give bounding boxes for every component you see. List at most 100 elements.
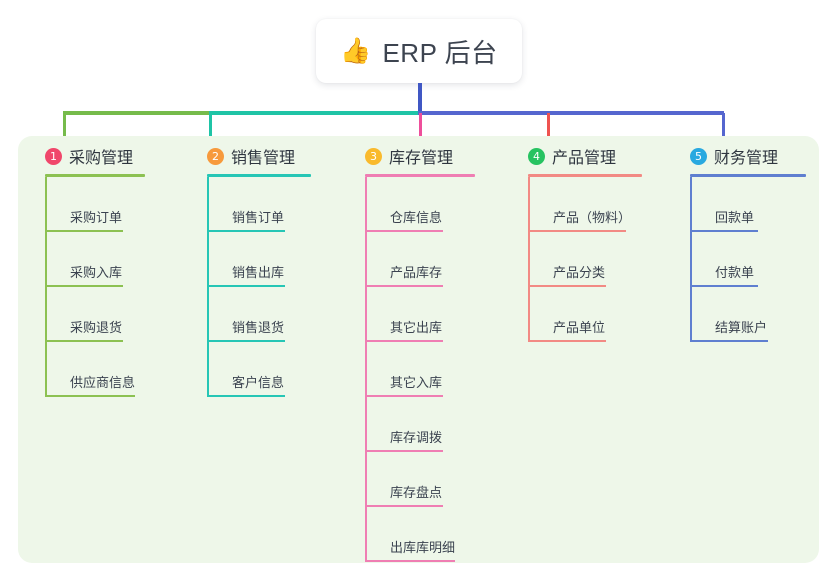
leaf-item[interactable]: 产品分类 bbox=[528, 232, 642, 287]
leaf-item-label: 结算账户 bbox=[715, 320, 768, 335]
branch-items-product: 产品（物料） 产品分类产品单位 bbox=[528, 177, 642, 342]
leaf-item-rule bbox=[528, 340, 606, 342]
leaf-item[interactable]: 销售退货 bbox=[207, 287, 311, 342]
leaf-item-label: 客户信息 bbox=[232, 375, 285, 390]
branch-spine bbox=[365, 177, 367, 562]
branch-header-sales[interactable]: 2 销售管理 bbox=[207, 143, 311, 169]
branch-items-finance: 回款单付款单结算账户 bbox=[690, 177, 806, 342]
leaf-item[interactable]: 库存盘点 bbox=[365, 452, 475, 507]
leaf-item-label: 采购订单 bbox=[70, 210, 123, 225]
branch-header-rule bbox=[365, 174, 475, 177]
leaf-item-label: 采购入库 bbox=[70, 265, 123, 280]
root-stem-connector bbox=[418, 83, 422, 115]
branch-header-inventory[interactable]: 3 库存管理 bbox=[365, 143, 475, 169]
root-node-title: ERP 后台 bbox=[382, 37, 498, 68]
leaf-item[interactable]: 供应商信息 bbox=[45, 342, 145, 397]
leaf-item[interactable]: 结算账户 bbox=[690, 287, 806, 342]
leaf-item[interactable]: 付款单 bbox=[690, 232, 806, 287]
branch-spine bbox=[207, 177, 209, 397]
leaf-item-rule bbox=[45, 285, 123, 287]
leaf-item-label: 其它出库 bbox=[390, 320, 443, 335]
leaf-item-label: 采购退货 bbox=[70, 320, 123, 335]
branch-number-badge: 2 bbox=[207, 147, 224, 165]
leaf-item-rule bbox=[207, 340, 285, 342]
leaf-item-label: 销售订单 bbox=[232, 210, 285, 225]
branch-column-inventory: 3 库存管理仓库信息产品库存其它出库其它入库库存调拨库存盘点出库库明细 bbox=[365, 143, 475, 562]
leaf-item[interactable]: 其它入库 bbox=[365, 342, 475, 397]
leaf-item-label: 销售退货 bbox=[232, 320, 285, 335]
leaf-item-rule bbox=[365, 395, 443, 397]
leaf-item[interactable]: 客户信息 bbox=[207, 342, 311, 397]
leaf-item-label: 销售出库 bbox=[232, 265, 285, 280]
leaf-item-label: 产品（物料） bbox=[553, 210, 632, 225]
branch-spine bbox=[45, 177, 47, 397]
leaf-item[interactable]: 库存调拨 bbox=[365, 397, 475, 452]
branch-number-badge: 3 bbox=[365, 147, 382, 165]
leaf-item[interactable]: 产品单位 bbox=[528, 287, 642, 342]
branch-header-rule bbox=[690, 174, 806, 177]
leaf-item-rule bbox=[365, 560, 455, 562]
leaf-item-label: 库存调拨 bbox=[390, 430, 443, 445]
leaf-item-rule bbox=[207, 395, 285, 397]
leaf-item-label: 出库库明细 bbox=[390, 540, 456, 555]
branch-number-badge: 4 bbox=[528, 147, 545, 165]
bar-green bbox=[63, 111, 209, 115]
leaf-item-rule bbox=[207, 285, 285, 287]
branch-spine bbox=[528, 177, 530, 342]
leaf-item-rule bbox=[365, 450, 443, 452]
branch-title: 库存管理 bbox=[389, 150, 454, 167]
leaf-item-rule bbox=[365, 285, 443, 287]
branch-spine bbox=[690, 177, 692, 342]
branch-header-finance[interactable]: 5 财务管理 bbox=[690, 143, 806, 169]
leaf-item[interactable]: 产品库存 bbox=[365, 232, 475, 287]
leaf-item-label: 回款单 bbox=[715, 210, 755, 225]
leaf-item[interactable]: 产品（物料） bbox=[528, 177, 642, 232]
branch-column-finance: 5 财务管理回款单付款单结算账户 bbox=[690, 143, 806, 342]
leaf-item[interactable]: 采购订单 bbox=[45, 177, 145, 232]
branch-column-sales: 2 销售管理销售订单销售出库销售退货客户信息 bbox=[207, 143, 311, 397]
branches-panel bbox=[18, 136, 819, 563]
bar-blue bbox=[418, 111, 724, 115]
leaf-item-rule bbox=[690, 230, 758, 232]
bar-teal bbox=[209, 111, 418, 115]
branch-number-badge: 5 bbox=[690, 147, 707, 165]
leaf-item-label: 仓库信息 bbox=[390, 210, 443, 225]
thumbs-up-icon: 👍 bbox=[340, 36, 372, 65]
leaf-item[interactable]: 采购入库 bbox=[45, 232, 145, 287]
leaf-item[interactable]: 其它出库 bbox=[365, 287, 475, 342]
leaf-item[interactable]: 回款单 bbox=[690, 177, 806, 232]
branch-column-purchase: 1 采购管理采购订单采购入库采购退货供应商信息 bbox=[45, 143, 145, 397]
leaf-item[interactable]: 出库库明细 bbox=[365, 507, 475, 562]
drop-purchase bbox=[63, 113, 66, 152]
branch-items-sales: 销售订单销售出库销售退货客户信息 bbox=[207, 177, 311, 397]
branch-number-badge: 1 bbox=[45, 147, 62, 165]
leaf-item[interactable]: 销售订单 bbox=[207, 177, 311, 232]
leaf-item-label: 产品单位 bbox=[553, 320, 606, 335]
leaf-item-rule bbox=[365, 340, 443, 342]
leaf-item-label: 产品分类 bbox=[553, 265, 606, 280]
leaf-item-rule bbox=[690, 340, 768, 342]
branch-title: 财务管理 bbox=[714, 150, 779, 167]
leaf-item[interactable]: 销售出库 bbox=[207, 232, 311, 287]
branch-header-rule bbox=[207, 174, 311, 177]
leaf-item-rule bbox=[690, 285, 758, 287]
leaf-item-rule bbox=[45, 230, 123, 232]
leaf-item[interactable]: 仓库信息 bbox=[365, 177, 475, 232]
drop-product bbox=[547, 113, 550, 152]
leaf-item-rule bbox=[528, 230, 626, 232]
leaf-item-rule bbox=[45, 340, 123, 342]
branch-header-rule bbox=[528, 174, 642, 177]
branch-title: 采购管理 bbox=[69, 150, 134, 167]
branch-title: 销售管理 bbox=[231, 150, 296, 167]
root-node[interactable]: 👍 ERP 后台 bbox=[316, 19, 522, 83]
leaf-item-label: 供应商信息 bbox=[70, 375, 136, 390]
leaf-item-label: 库存盘点 bbox=[390, 485, 443, 500]
leaf-item-rule bbox=[365, 230, 443, 232]
leaf-item[interactable]: 采购退货 bbox=[45, 287, 145, 342]
branch-header-rule bbox=[45, 174, 145, 177]
branch-header-purchase[interactable]: 1 采购管理 bbox=[45, 143, 145, 169]
leaf-item-rule bbox=[45, 395, 135, 397]
